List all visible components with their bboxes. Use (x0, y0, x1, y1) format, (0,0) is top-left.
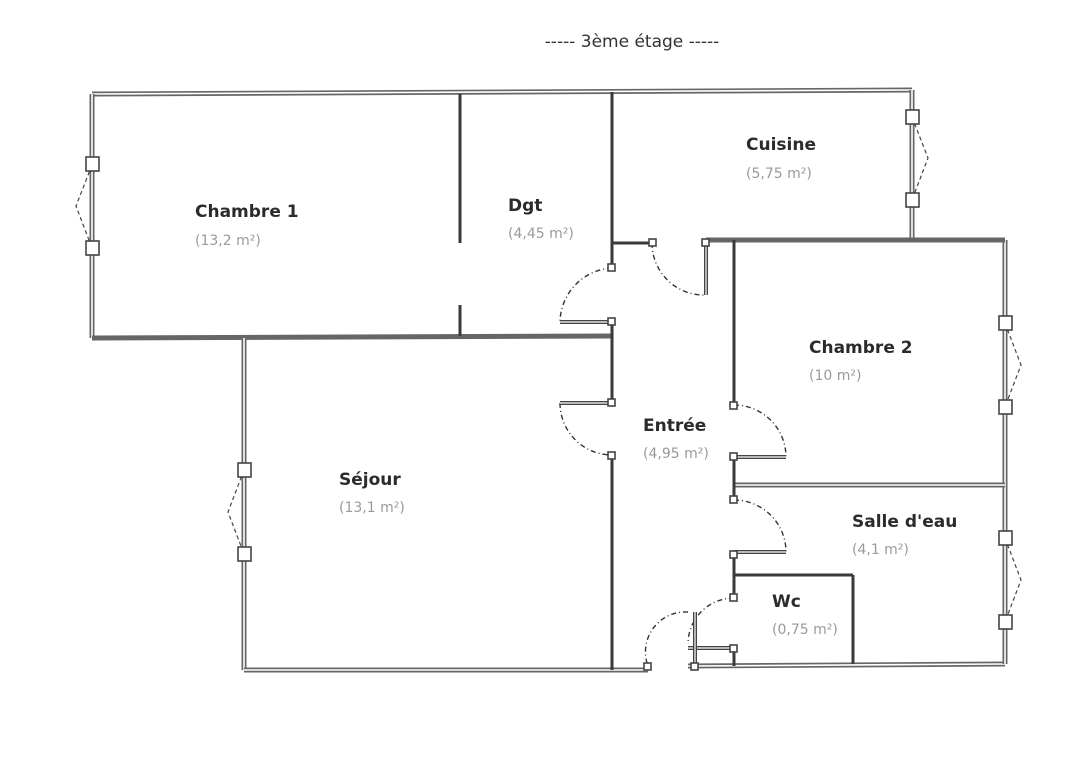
room-entree: Entrée (4,95 m²) (643, 416, 709, 462)
room-chambre-2: Chambre 2 (10 m²) (809, 338, 913, 384)
room-name: Chambre 2 (809, 338, 913, 358)
doors (559, 242, 787, 667)
room-salle-d-eau: Salle d'eau (4,1 m²) (852, 512, 957, 558)
room-area: (4,45 m²) (508, 226, 574, 242)
room-dgt: Dgt (4,45 m²) (508, 196, 574, 242)
room-chambre-1: Chambre 1 (13,2 m²) (195, 202, 299, 249)
room-area: (0,75 m²) (772, 622, 838, 638)
room-wc: Wc (0,75 m²) (772, 592, 838, 638)
room-area: (4,1 m²) (852, 542, 909, 558)
room-name: Chambre 1 (195, 202, 299, 222)
room-name: Cuisine (746, 135, 816, 155)
room-name: Entrée (643, 416, 706, 436)
inner-walls (458, 92, 1005, 670)
room-area: (10 m²) (809, 368, 861, 384)
room-name: Salle d'eau (852, 512, 957, 532)
jambs (85, 109, 1013, 671)
room-area: (13,2 m²) (195, 233, 261, 249)
floor-label: ----- 3ème étage ----- (545, 32, 720, 52)
outer-walls (89, 87, 1008, 673)
room-name: Wc (772, 592, 801, 612)
windows (75, 116, 1022, 623)
room-cuisine: Cuisine (5,75 m²) (746, 135, 816, 182)
room-area: (13,1 m²) (339, 500, 405, 516)
room-sejour: Séjour (13,1 m²) (339, 470, 405, 516)
room-name: Séjour (339, 470, 401, 490)
room-name: Dgt (508, 196, 542, 216)
room-area: (5,75 m²) (746, 166, 812, 182)
room-area: (4,95 m²) (643, 446, 709, 462)
